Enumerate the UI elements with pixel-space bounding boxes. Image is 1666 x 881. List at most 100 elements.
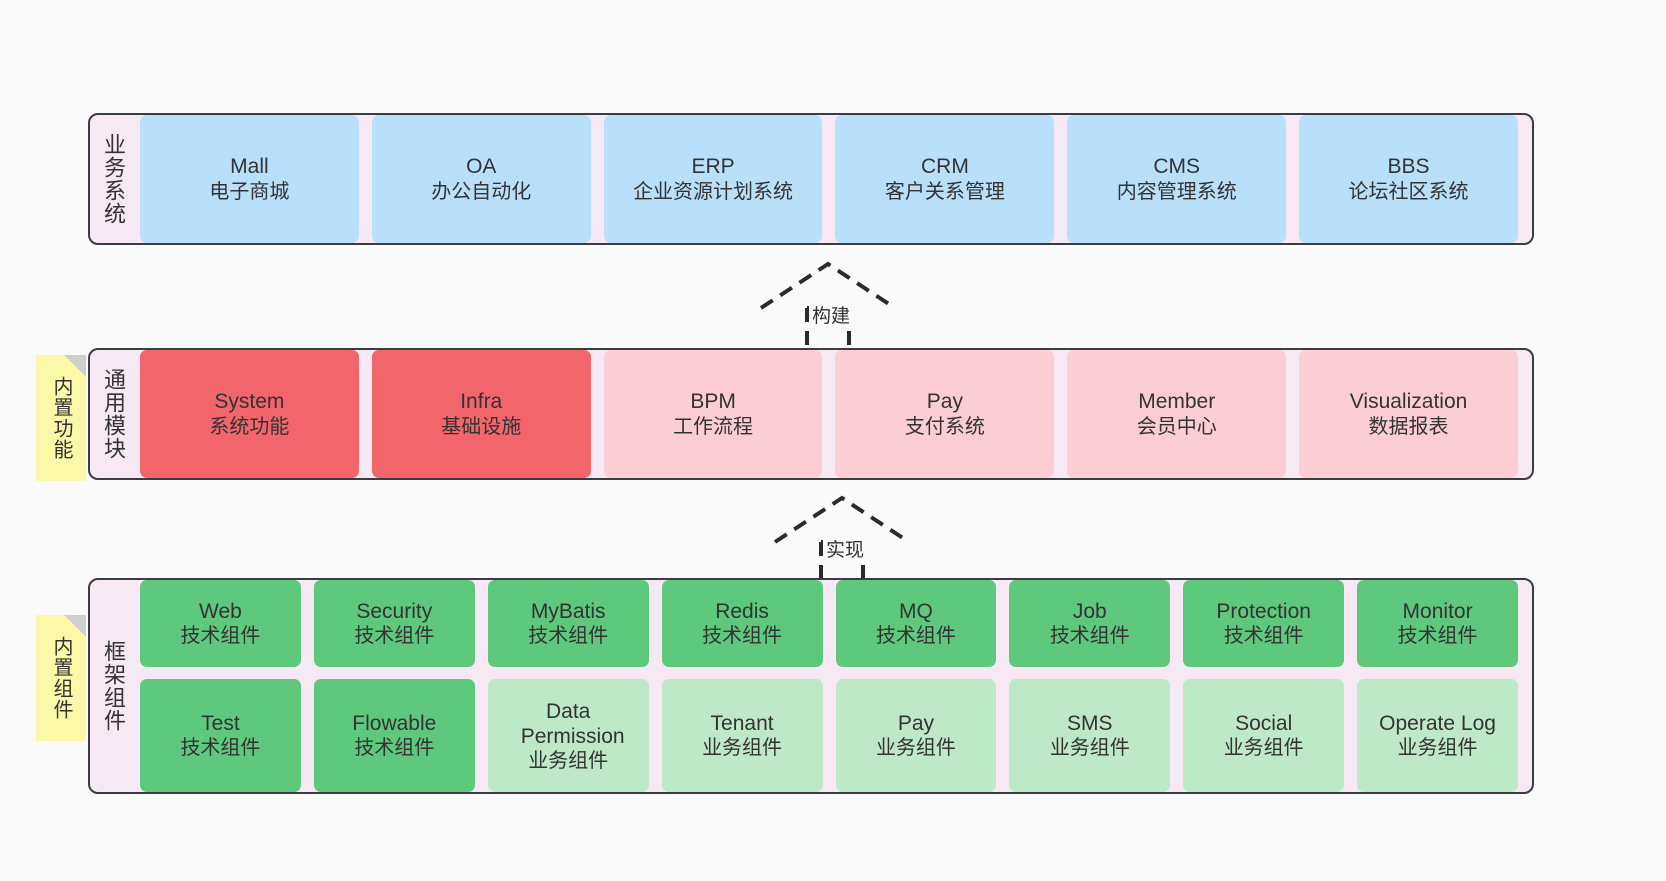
- card-bbs[interactable]: BBS 论坛社区系统: [1299, 115, 1518, 243]
- card-title: System: [214, 390, 285, 414]
- card-redis[interactable]: Redis 技术组件: [661, 580, 823, 668]
- card-subtitle: 业务组件: [875, 737, 956, 760]
- card-row: Web 技术组件 Security 技术组件 MyBatis 技术组件 Redi…: [140, 580, 1518, 668]
- card-title: Pay: [926, 390, 963, 414]
- card-subtitle: 技术组件: [702, 625, 783, 648]
- connector-implement: 实现: [770, 492, 914, 580]
- card-web[interactable]: Web 技术组件: [140, 580, 301, 668]
- layer-title-business-system: 业务系统: [100, 133, 126, 225]
- card-title: Tenant: [710, 712, 774, 736]
- card-title: Data Permission: [520, 699, 625, 748]
- card-protection[interactable]: Protection 技术组件: [1183, 580, 1345, 668]
- card-title: CMS: [1153, 155, 1201, 179]
- card-subtitle: 工作流程: [673, 415, 754, 438]
- card-cms[interactable]: CMS 内容管理系统: [1067, 115, 1287, 243]
- note-label: 内置功能: [50, 376, 72, 460]
- card-subtitle: 技术组件: [180, 737, 261, 760]
- card-subtitle: 支付系统: [904, 415, 985, 438]
- card-subtitle: 技术组件: [354, 625, 435, 648]
- card-visualization[interactable]: Visualization 数据报表: [1299, 350, 1518, 478]
- card-title: Security: [356, 600, 433, 624]
- card-security[interactable]: Security 技术组件: [313, 580, 475, 668]
- card-title: Flowable: [352, 712, 437, 736]
- card-oa[interactable]: OA 办公自动化: [371, 115, 591, 243]
- card-title: BBS: [1387, 155, 1430, 179]
- layer-title-framework-components: 框架组件: [100, 640, 126, 732]
- card-subtitle: 业务组件: [702, 737, 783, 760]
- card-pay[interactable]: Pay 支付系统: [835, 350, 1055, 478]
- card-flowable[interactable]: Flowable 技术组件: [313, 679, 475, 792]
- card-subtitle: 内容管理系统: [1116, 180, 1237, 203]
- card-row: Test 技术组件 Flowable 技术组件 Data Permission …: [140, 679, 1518, 792]
- layer-common-modules: 通用模块 System 系统功能 Infra 基础设施 BPM 工作流程 Pay…: [88, 348, 1534, 480]
- card-title: Operate Log: [1379, 712, 1496, 736]
- connector-label-build: 构建: [809, 301, 854, 328]
- card-row: System 系统功能 Infra 基础设施 BPM 工作流程 Pay 支付系统…: [140, 350, 1518, 478]
- card-subtitle: 业务组件: [1397, 737, 1478, 760]
- card-subtitle: 业务组件: [1223, 737, 1304, 760]
- card-title: Job: [1072, 600, 1107, 624]
- card-tenant[interactable]: Tenant 业务组件: [661, 679, 823, 792]
- layer-body-framework-components: Web 技术组件 Security 技术组件 MyBatis 技术组件 Redi…: [136, 580, 1532, 792]
- card-title: BPM: [690, 390, 736, 414]
- card-title: SMS: [1067, 712, 1113, 736]
- card-data-permission[interactable]: Data Permission 业务组件: [487, 679, 649, 792]
- card-system[interactable]: System 系统功能: [140, 350, 359, 478]
- layer-framework-components: 框架组件 Web 技术组件 Security 技术组件 MyBatis 技术组件…: [88, 578, 1534, 794]
- card-title: ERP: [691, 155, 735, 179]
- card-title: Social: [1235, 712, 1293, 736]
- card-subtitle: 技术组件: [1397, 625, 1478, 648]
- card-social[interactable]: Social 业务组件: [1183, 679, 1345, 792]
- card-mybatis[interactable]: MyBatis 技术组件: [487, 580, 649, 668]
- card-title: Mall: [230, 155, 269, 179]
- layer-title-common-modules: 通用模块: [100, 368, 126, 460]
- card-subtitle: 基础设施: [441, 415, 522, 438]
- card-title: MQ: [899, 600, 933, 624]
- card-bpm[interactable]: BPM 工作流程: [603, 350, 823, 478]
- folded-corner-icon: [64, 355, 86, 377]
- card-subtitle: 技术组件: [180, 625, 261, 648]
- card-infra[interactable]: Infra 基础设施: [371, 350, 591, 478]
- card-pay-component[interactable]: Pay 业务组件: [835, 679, 997, 792]
- connector-label-implement: 实现: [823, 535, 868, 562]
- card-title: Protection: [1216, 600, 1311, 624]
- card-subtitle: 会员中心: [1136, 415, 1217, 438]
- note-builtin-components: 内置组件: [36, 615, 86, 741]
- card-test[interactable]: Test 技术组件: [140, 679, 301, 792]
- card-subtitle: 办公自动化: [431, 180, 532, 203]
- layer-body-common-modules: System 系统功能 Infra 基础设施 BPM 工作流程 Pay 支付系统…: [136, 350, 1532, 478]
- card-subtitle: 技术组件: [1223, 625, 1304, 648]
- card-subtitle: 技术组件: [528, 625, 609, 648]
- card-subtitle: 论坛社区系统: [1348, 180, 1469, 203]
- card-title: Member: [1138, 390, 1216, 414]
- card-erp[interactable]: ERP 企业资源计划系统: [603, 115, 823, 243]
- card-subtitle: 客户关系管理: [884, 180, 1005, 203]
- note-label: 内置组件: [50, 636, 72, 720]
- card-mq[interactable]: MQ 技术组件: [835, 580, 997, 668]
- card-job[interactable]: Job 技术组件: [1009, 580, 1171, 668]
- card-title: Test: [201, 712, 240, 736]
- card-title: Infra: [460, 390, 503, 414]
- card-mall[interactable]: Mall 电子商城: [140, 115, 359, 243]
- card-title: Redis: [715, 600, 769, 624]
- card-title: Monitor: [1402, 600, 1473, 624]
- card-monitor[interactable]: Monitor 技术组件: [1357, 580, 1518, 668]
- card-member[interactable]: Member 会员中心: [1067, 350, 1287, 478]
- card-subtitle: 技术组件: [875, 625, 956, 648]
- card-operate-log[interactable]: Operate Log 业务组件: [1357, 679, 1518, 792]
- card-subtitle: 企业资源计划系统: [633, 180, 794, 203]
- card-crm[interactable]: CRM 客户关系管理: [835, 115, 1055, 243]
- card-subtitle: 业务组件: [528, 749, 609, 772]
- folded-corner-icon: [64, 615, 86, 637]
- card-title: CRM: [920, 155, 969, 179]
- layer-body-business-system: Mall 电子商城 OA 办公自动化 ERP 企业资源计划系统 CRM 客户关系…: [136, 115, 1532, 243]
- card-subtitle: 系统功能: [209, 415, 290, 438]
- connector-build: 构建: [756, 258, 900, 348]
- card-sms[interactable]: SMS 业务组件: [1009, 679, 1171, 792]
- card-subtitle: 技术组件: [354, 737, 435, 760]
- card-subtitle: 技术组件: [1049, 625, 1130, 648]
- card-title: Web: [199, 600, 242, 624]
- card-subtitle: 数据报表: [1368, 415, 1449, 438]
- note-builtin-features: 内置功能: [36, 355, 86, 481]
